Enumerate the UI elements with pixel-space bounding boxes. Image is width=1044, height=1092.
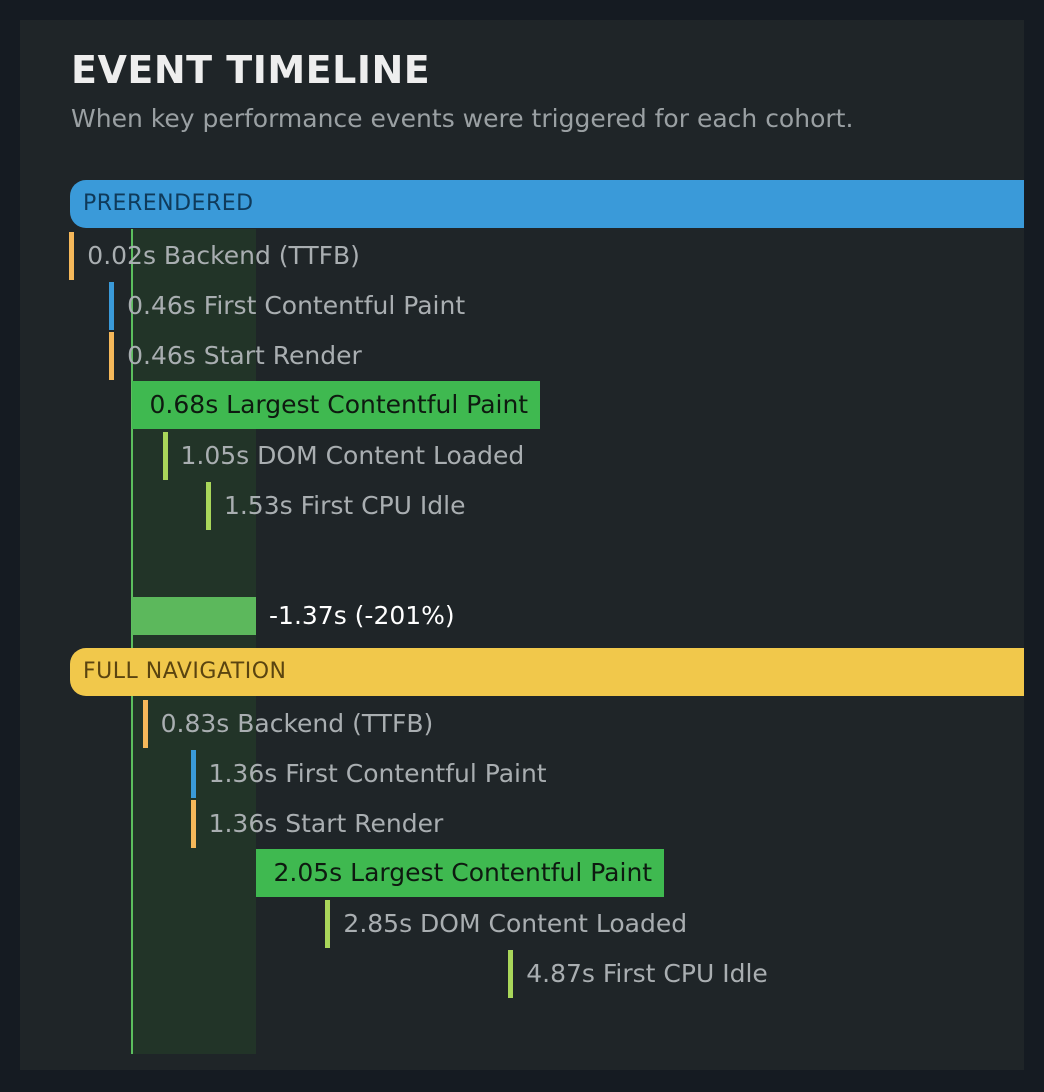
event-marker [190, 800, 196, 848]
event-label: 1.05s DOM Content Loaded [180, 441, 525, 470]
event-label: 2.85s DOM Content Loaded [343, 909, 688, 938]
page-title: EVENT TIMELINE [71, 48, 431, 92]
lcp-reference-line [131, 229, 134, 1054]
event-marker [325, 900, 331, 948]
lcp-difference-bar [132, 597, 257, 635]
cohort-header-full-navigation: FULL NAVIGATION [70, 648, 1024, 696]
event-marker [69, 232, 75, 280]
event-label: 0.02s Backend (TTFB) [87, 241, 360, 270]
event-label: 1.36s Start Render [208, 809, 444, 838]
event-marker [142, 700, 148, 748]
event-marker [205, 482, 211, 530]
event-marker [508, 950, 514, 998]
event-label: 0.46s Start Render [127, 341, 362, 370]
lcp-difference-highlight [132, 229, 257, 1054]
event-marker [109, 332, 115, 380]
event-label: 0.46s First Contentful Paint [127, 291, 466, 320]
cohort-header-prerendered: PRERENDERED [70, 180, 1024, 228]
event-marker [109, 282, 115, 330]
event-label: 1.53s First CPU Idle [223, 491, 466, 520]
event-marker [190, 750, 196, 798]
event-label: 1.36s First Contentful Paint [208, 759, 547, 788]
event-label: 0.83s Backend (TTFB) [160, 709, 434, 738]
event-label: 4.87s First CPU Idle [526, 959, 768, 988]
page-subtitle: When key performance events were trigger… [71, 104, 854, 133]
event-lcp-label: 0.68s Largest Contentful Paint [131, 381, 541, 429]
event-lcp-label: 2.05s Largest Contentful Paint [255, 849, 665, 897]
lcp-difference-label: -1.37s (-201%) [269, 601, 455, 630]
event-marker [162, 432, 168, 480]
event-timeline-panel: EVENT TIMELINE When key performance even… [20, 20, 1024, 1070]
